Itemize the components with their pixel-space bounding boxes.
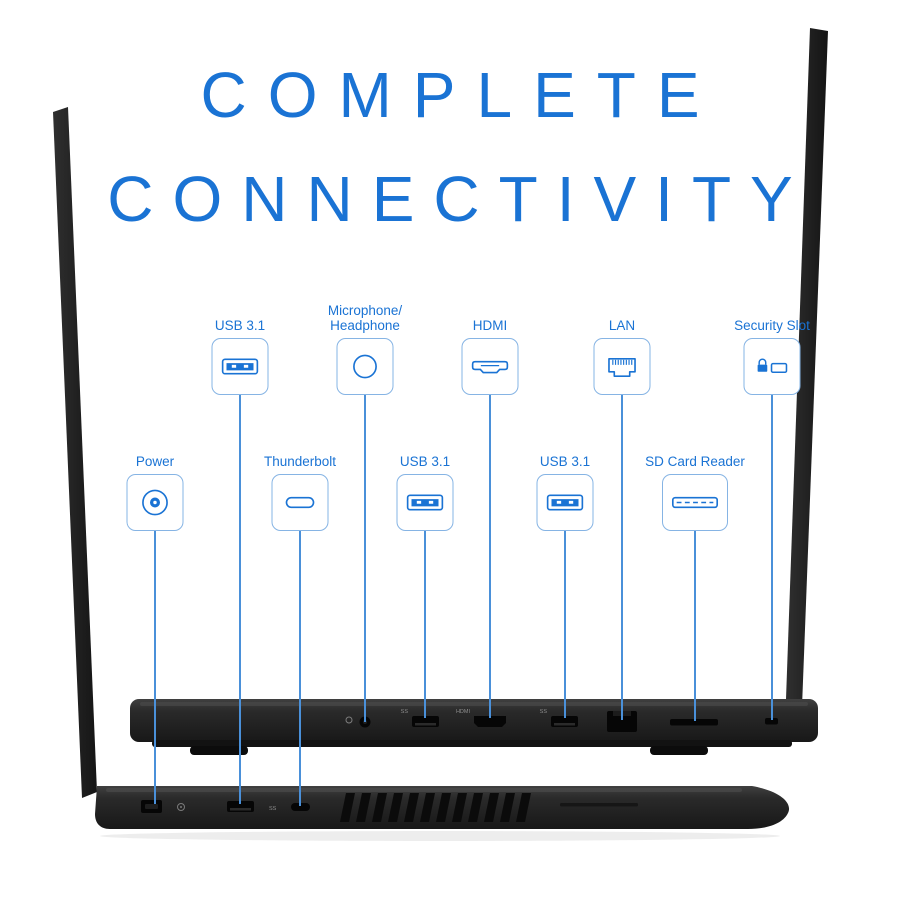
usb-mark-2: SS (540, 709, 548, 715)
lan-icon (595, 339, 650, 394)
thunderbolt-icon (273, 475, 328, 530)
port-callout-usb31-c: USB 3.1 (536, 454, 594, 531)
rear-laptop-foot-right (650, 746, 708, 755)
port-label-lan: LAN (608, 318, 636, 333)
port-label-usb31-c: USB 3.1 (539, 454, 591, 469)
port-label-power: Power (135, 454, 175, 469)
headset-mark (345, 716, 353, 724)
port-callout-hdmi: HDMI (461, 318, 519, 395)
rear-security-slot (765, 718, 778, 725)
rear-hdmi-port (474, 716, 506, 727)
connector-line-thunderbolt (299, 531, 301, 806)
audio-jack-box (336, 338, 394, 395)
hdmi-mark: HDMI (456, 709, 471, 715)
port-callout-power: Power (126, 454, 184, 531)
usb-icon (398, 475, 453, 530)
connector-line-hdmi (489, 395, 491, 718)
rear-laptop-top-edge (140, 702, 808, 706)
title-line-1: COMPLETE (200, 59, 721, 131)
port-label-sd-card: SD Card Reader (645, 454, 745, 469)
port-label-usb31-a: USB 3.1 (214, 318, 266, 333)
port-callout-thunderbolt: Thunderbolt (264, 454, 336, 531)
port-label-usb31-b: USB 3.1 (399, 454, 451, 469)
side-usbc-port (291, 803, 310, 811)
rear-laptop-base (152, 740, 792, 747)
port-label-hdmi: HDMI (472, 318, 508, 333)
power-mark (177, 803, 185, 811)
port-label-thunderbolt: Thunderbolt (263, 454, 337, 469)
connector-line-usb31-b (424, 531, 426, 718)
power-icon (128, 475, 183, 530)
port-label-security: Security Slot (734, 318, 810, 333)
port-callout-lan: LAN (593, 318, 651, 395)
sd-card-icon (663, 475, 727, 530)
rear-sd-slot (670, 719, 718, 726)
side-laptop-top-edge (106, 788, 742, 792)
ground-shadow (100, 831, 780, 841)
connector-line-usb31-c (564, 531, 566, 718)
usbc-mark: SS (269, 806, 277, 812)
usb-box (211, 338, 269, 395)
connector-line-lan (621, 395, 623, 720)
page-title: COMPLETE CONNECTIVITY (0, 59, 900, 235)
usb-box (536, 474, 594, 531)
port-callout-usb31-a: USB 3.1 (211, 318, 269, 395)
port-callout-mic-headphone: Microphone/Headphone (328, 303, 402, 395)
connector-line-power (154, 531, 156, 804)
security-lock-box (743, 338, 801, 395)
connector-line-usb31-a (239, 395, 241, 804)
port-callout-sd-card: SD Card Reader (645, 454, 745, 531)
usb-box (396, 474, 454, 531)
connector-line-mic-headphone (364, 395, 366, 722)
power-box (126, 474, 184, 531)
port-callout-usb31-b: USB 3.1 (396, 454, 454, 531)
title-line-2: CONNECTIVITY (107, 162, 812, 235)
side-vent-grille (340, 793, 531, 822)
side-card-slot (560, 803, 638, 807)
connector-line-sd-card (694, 531, 696, 721)
rear-laptop-foot-left (190, 746, 248, 755)
sd-card-box (662, 474, 728, 531)
thunderbolt-box (271, 474, 329, 531)
rear-laptop-screen (786, 28, 828, 707)
rear-lan-port (607, 711, 637, 732)
usb-icon (538, 475, 593, 530)
hdmi-icon (463, 339, 518, 394)
usb-icon (213, 339, 268, 394)
lan-box (593, 338, 651, 395)
connector-line-security (771, 395, 773, 720)
port-label-mic-headphone: Microphone/Headphone (327, 303, 403, 333)
hdmi-box (461, 338, 519, 395)
usb-mark: SS (401, 709, 409, 715)
port-callout-security: Security Slot (734, 318, 810, 395)
side-laptop-screen (53, 107, 97, 798)
security-lock-icon (745, 339, 800, 394)
audio-jack-icon (338, 339, 393, 394)
